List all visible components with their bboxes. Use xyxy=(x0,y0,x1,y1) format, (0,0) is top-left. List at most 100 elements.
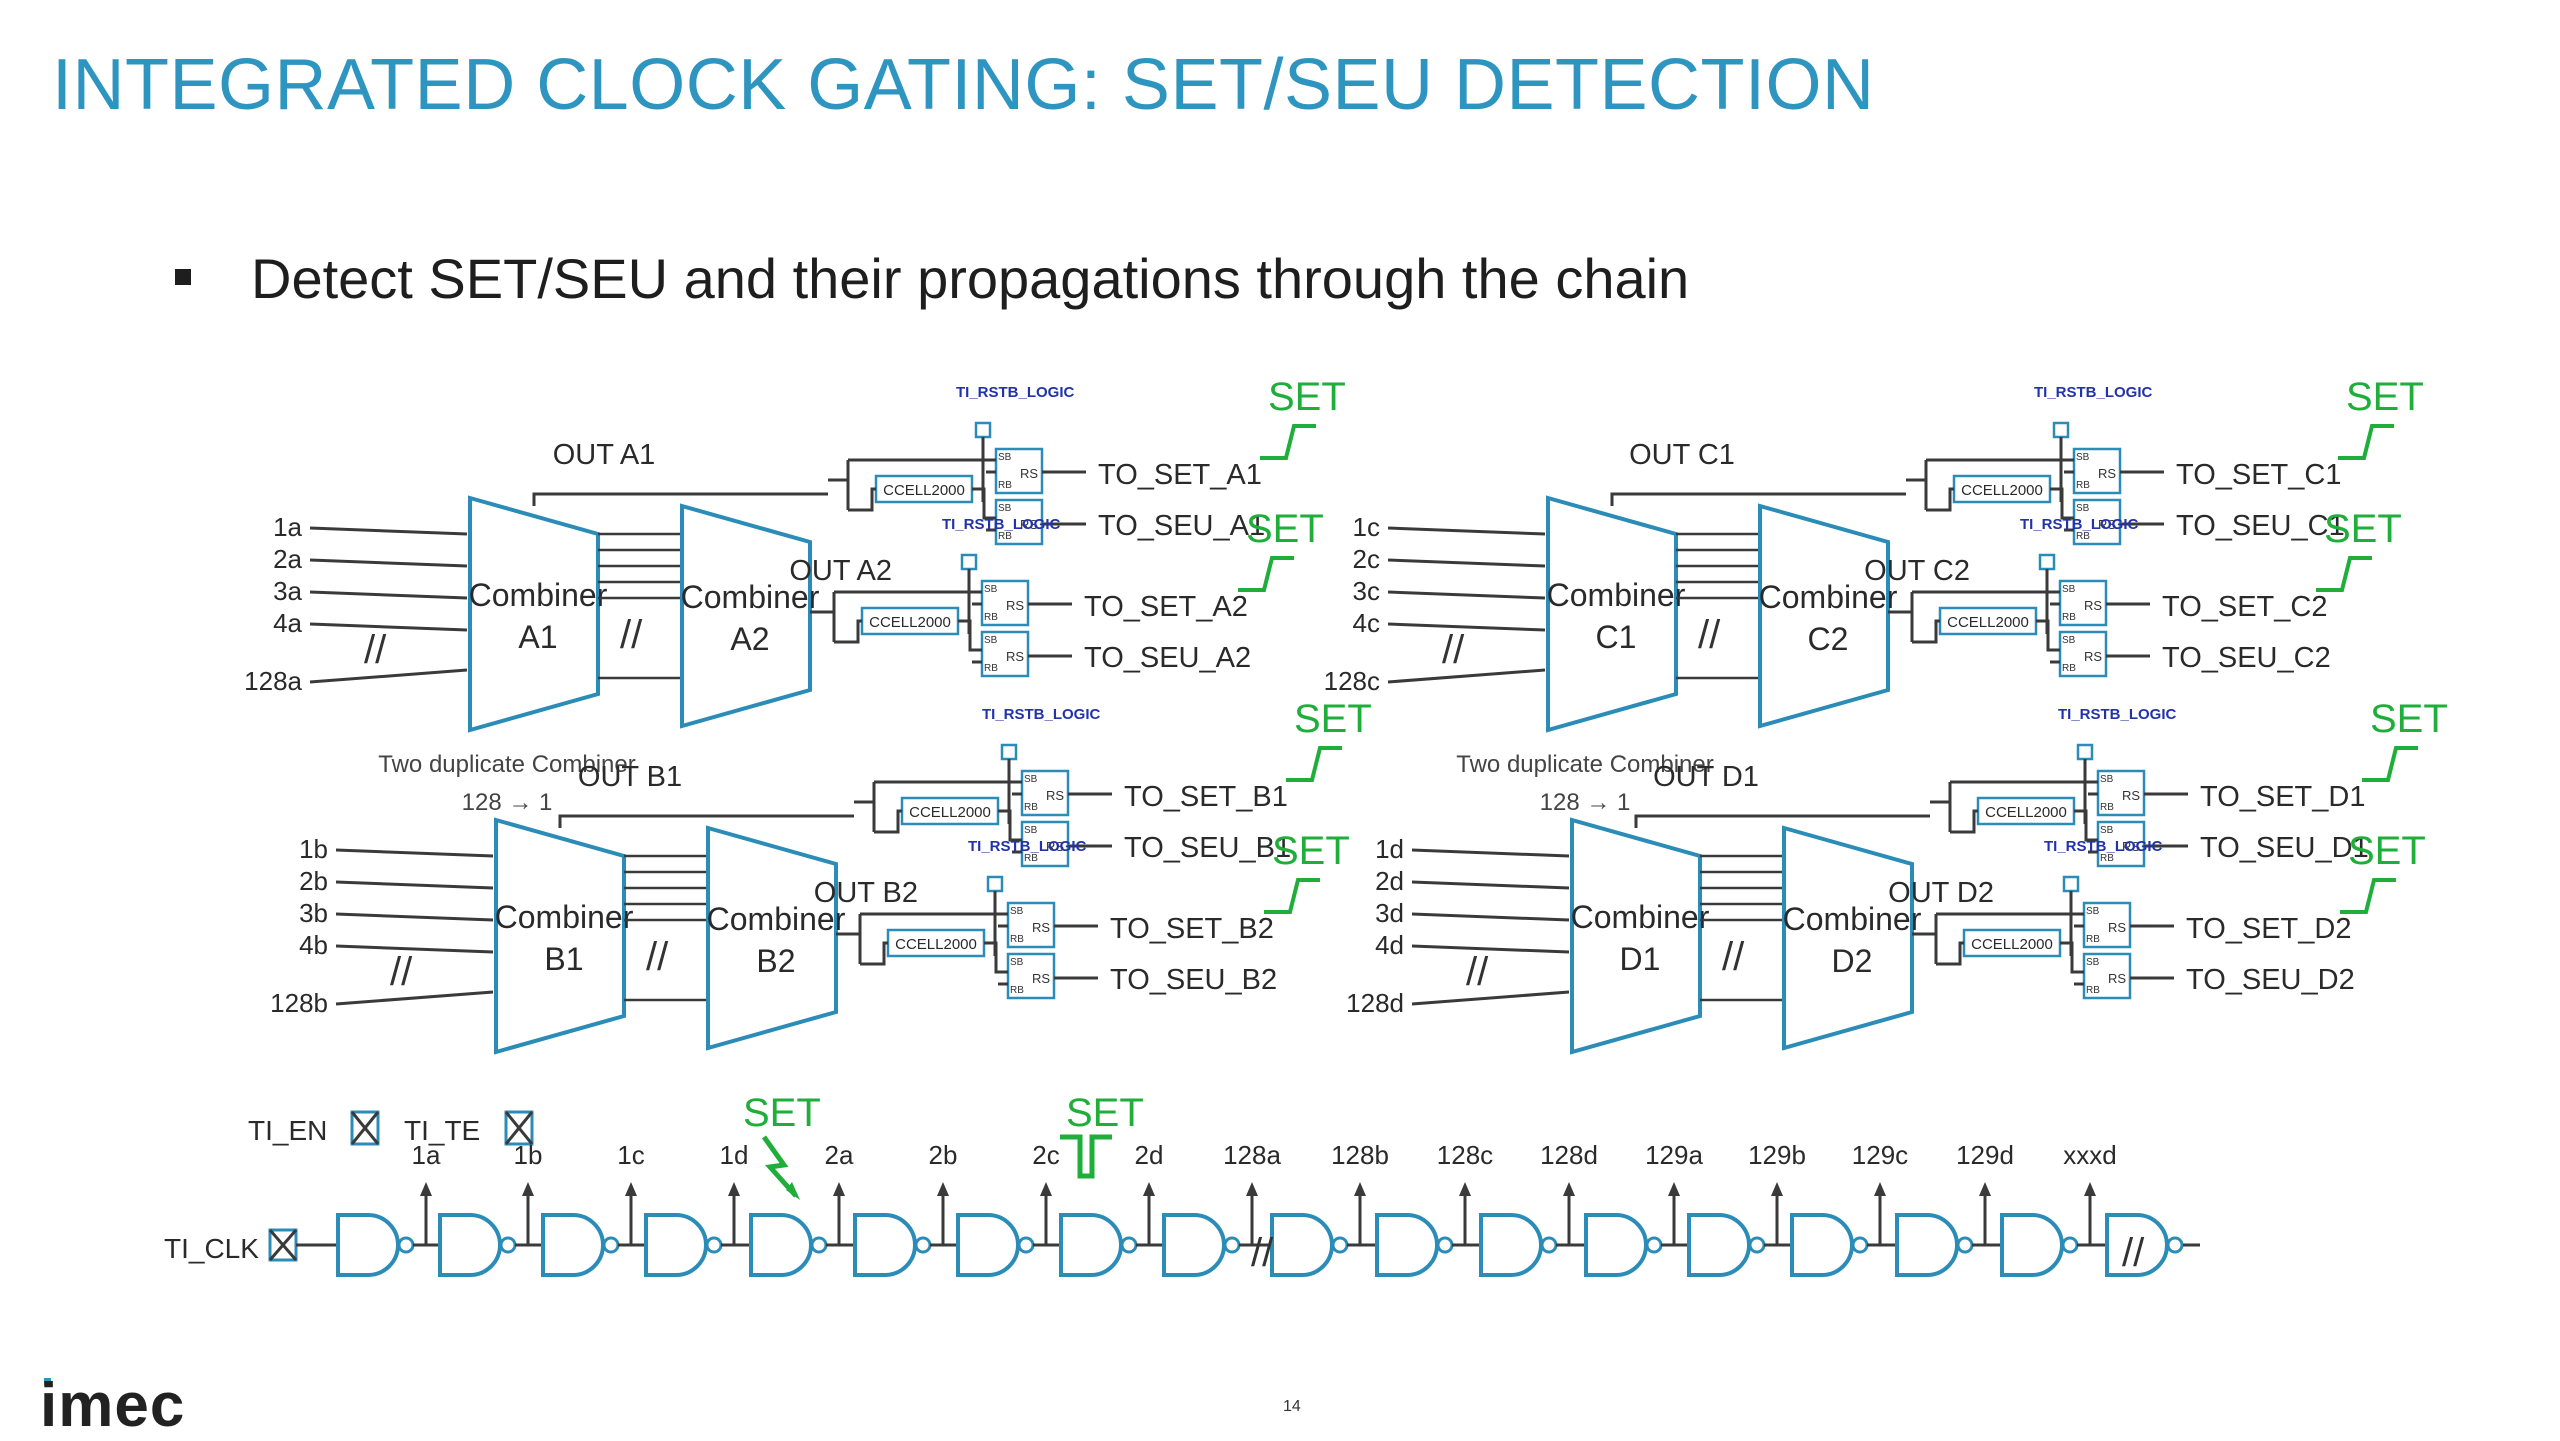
group-d-ff-bot-ff1-out-pin: RS xyxy=(2108,920,2126,935)
group-a-ff-bot-ff2 xyxy=(980,630,1030,678)
chain-break-2-icon: // xyxy=(2122,1231,2145,1275)
group-c-input-wire xyxy=(1387,558,1546,568)
group-b-out1-label: OUT B1 xyxy=(578,761,682,793)
group-c-ff-bot-ff2-out-pin: RS xyxy=(2084,649,2102,664)
group-c-ff-bot-ff-pin: SB xyxy=(2062,584,2076,595)
group-a-ff-top-ff-pin: SB xyxy=(998,503,1012,514)
group-b-ff-bot-rstb-pin-icon xyxy=(986,875,1004,893)
chain-and-gate-13-tap-arrow-icon xyxy=(1668,1182,1680,1196)
chain-and-gate-18-bubble-icon xyxy=(2166,1236,2184,1254)
chain-set-2-pulse-icon xyxy=(1060,1134,1112,1179)
chain-and-gate-9-tap-arrow-icon xyxy=(1246,1182,1258,1196)
group-c-out2-label: OUT C2 xyxy=(1864,555,1970,587)
group-b-out1-wire xyxy=(558,814,854,828)
group-a-input-wire xyxy=(309,558,468,568)
group-d-input-wire xyxy=(1411,990,1570,1006)
group-d-combiner-1 xyxy=(1570,817,1702,1055)
chain-and-gate-17-bubble-icon xyxy=(2061,1236,2079,1254)
chain-break-1-icon: // xyxy=(1251,1231,1274,1275)
group-a-ff-bot-ff-pin: SB xyxy=(984,635,998,646)
group-b-ff-top-to-seu-label: TO_SEU_B1 xyxy=(1124,832,1291,864)
group-c-ff-bot-ff-pin: RB xyxy=(2062,663,2076,674)
group-a-combiner-1-label-1: Combiner xyxy=(469,577,608,613)
chain-and-gate-10 xyxy=(1270,1213,1334,1277)
group-c-ff-top-to-seu-label: TO_SEU_C1 xyxy=(2176,510,2345,542)
chain-and-gate-13 xyxy=(1584,1213,1648,1277)
chain-and-gate-4-bubble-icon xyxy=(705,1236,723,1254)
group-d-out2-label: OUT D2 xyxy=(1888,877,1994,909)
chain-tap-label: 2b xyxy=(929,1140,958,1170)
group-a-ff-top-ff2-out-pin: RS xyxy=(1020,517,1038,532)
group-c-ff-top-cc-out-wire xyxy=(2050,487,2074,520)
chain-and-gate-9 xyxy=(1162,1213,1226,1277)
group-c-set-1-wave-icon xyxy=(2338,424,2394,460)
chain-tap-label: 128a xyxy=(1223,1140,1281,1170)
group-a-ff-top-to-seu-label: TO_SEU_A1 xyxy=(1098,510,1265,542)
chain-and-gate-4-tap-arrow-icon xyxy=(728,1182,740,1196)
ti-en-label: TI_EN xyxy=(248,1115,327,1146)
group-b-ff-bot-ff2-out-pin: RS xyxy=(1032,971,1050,986)
group-a-ff-top-ccell-label: CCELL2000 xyxy=(883,482,965,499)
group-c-ff-top-rstb-pin-icon xyxy=(2052,421,2070,439)
group-a-ff-bot-rstb-pin-icon xyxy=(960,553,978,571)
group-a-bus-break-icon: // xyxy=(364,628,387,672)
group-b-input-wire xyxy=(335,944,494,954)
group-a-set-2-wave-icon xyxy=(1238,556,1294,592)
group-c-input-label: 1c xyxy=(1353,512,1380,542)
group-d-ff-bot-ff-pin: SB xyxy=(2086,906,2100,917)
group-b-ff-top-cc-out-wire xyxy=(998,809,1022,842)
group-c-input-wire xyxy=(1387,590,1546,600)
chain-and-gate-12-tap-arrow-icon xyxy=(1563,1182,1575,1196)
group-a-dup-caption: Two duplicate Combiner xyxy=(378,751,635,778)
chain-set-1-bolt-icon xyxy=(761,1135,798,1198)
group-b-ff-top-ff2 xyxy=(1020,820,1070,868)
group-b-bus-break-2-icon: // xyxy=(646,935,669,979)
chain-set-1-label: SET xyxy=(743,1091,821,1135)
chain-and-gate-7-tap-arrow-icon xyxy=(1040,1182,1052,1196)
group-b-input-label: 128b xyxy=(270,988,328,1018)
group-c-ff-bot-ff-pin: SB xyxy=(2062,635,2076,646)
chain-tap-label: 128b xyxy=(1331,1140,1389,1170)
group-c-ff-bot-to-set-label: TO_SET_C2 xyxy=(2162,591,2327,623)
group-b-combiner-1-label-2: B1 xyxy=(544,941,583,977)
logo-dot-icon xyxy=(44,1378,51,1385)
group-b-ff-bot-ff1-out-pin: RS xyxy=(1032,920,1050,935)
group-b-ff-bot-to-seu-label: TO_SEU_B2 xyxy=(1110,964,1277,996)
group-a-combiner-1 xyxy=(468,495,600,733)
group-c-input-wire xyxy=(1387,526,1546,536)
group-b-combiner-1 xyxy=(494,817,626,1055)
group-d-ff-top-ff-pin: RB xyxy=(2100,853,2114,864)
group-d-combiner-2-label-1: Combiner xyxy=(1783,901,1922,937)
group-d-set-1-label: SET xyxy=(2370,697,2448,741)
group-b-combiner-2-label-1: Combiner xyxy=(707,901,846,937)
group-d-ff-bot-ff2-out-pin: RS xyxy=(2108,971,2126,986)
group-a-combiner-2-label-1: Combiner xyxy=(681,579,820,615)
group-a-out2-label: OUT A2 xyxy=(789,555,892,587)
group-d-set-2-wave-icon xyxy=(2340,878,2396,914)
group-b-ff-bot-ccell-label: CCELL2000 xyxy=(895,936,977,953)
chain-and-gate-7-bubble-icon xyxy=(1017,1236,1035,1254)
chain-and-gate-14-tap-arrow-icon xyxy=(1771,1182,1783,1196)
group-c-ff-top-ff-pin: RB xyxy=(2076,480,2090,491)
group-b-combiner-2 xyxy=(706,825,838,1051)
group-c-ff-top-cc-in-wire xyxy=(1926,487,1954,512)
group-a-combiner-1-label-2: A1 xyxy=(518,619,557,655)
group-a-ff-top-rstb-pin-icon xyxy=(974,421,992,439)
group-a-set-1-label: SET xyxy=(1268,375,1346,419)
group-a-ff-top-cc-out-wire xyxy=(972,487,996,520)
group-c-combiner-1-label-2: C1 xyxy=(1596,619,1637,655)
imec-logo: imec xyxy=(40,1371,186,1440)
chain-and-gate-2 xyxy=(438,1213,502,1277)
chain-and-gate-1-bubble-icon xyxy=(397,1236,415,1254)
group-d-ff-bot-cc-in-wire xyxy=(1936,941,1964,966)
group-c-ff-bot-to-seu-label: TO_SEU_C2 xyxy=(2162,642,2331,674)
group-c-ff-bot-cc-in-wire xyxy=(1912,619,1940,644)
group-c-out1-label: OUT C1 xyxy=(1629,439,1735,471)
group-b-set-1-label: SET xyxy=(1294,697,1372,741)
group-d-out1-label: OUT D1 xyxy=(1653,761,1759,793)
chain-and-gate-5 xyxy=(749,1213,813,1277)
group-c-ff-bot-ff1 xyxy=(2058,579,2108,627)
group-d-ff-bot-ff-pin: SB xyxy=(2086,957,2100,968)
chain-and-gate-14-bubble-icon xyxy=(1748,1236,1766,1254)
